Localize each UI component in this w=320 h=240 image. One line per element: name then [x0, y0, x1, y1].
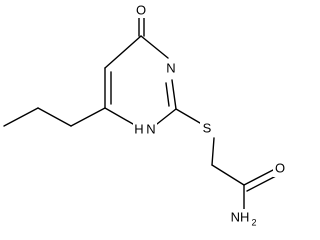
- bond-s-ch2: [211, 137, 215, 166]
- bond-propyl-2-3: [3, 107, 39, 127]
- bond-c2-s: [175, 108, 201, 124]
- amide-nitrogen-subscript: 2: [251, 217, 256, 227]
- sulfur-label: S: [203, 120, 212, 135]
- bonds: [3, 16, 277, 210]
- ring-nitrogen-top-label: N: [166, 60, 175, 75]
- bond-c2-n1: [156, 108, 177, 125]
- bond-ch2-camide: [211, 164, 245, 186]
- amide-nitrogen-label: NH: [231, 209, 250, 224]
- amide-oxygen-label: O: [275, 160, 285, 175]
- ring-nitrogen-bottom-label: N: [146, 121, 155, 136]
- atom-labels: O N H N S O NH 2: [133, 2, 287, 227]
- bond-n3-c2-inner: [165, 82, 170, 107]
- bond-c5-c4: [104, 35, 142, 69]
- bond-c6-propyl-1: [70, 107, 106, 127]
- chemical-structure-diagram: O N H N S O NH 2: [3, 2, 287, 227]
- bond-camide-o-b: [246, 175, 277, 192]
- bond-propyl-1-2: [37, 107, 72, 127]
- ring-nitrogen-bottom-h-label: H: [134, 121, 143, 136]
- bond-n1-c6: [104, 107, 134, 125]
- bond-camide-o-a: [243, 169, 274, 186]
- bond-n3-c2: [171, 79, 177, 110]
- bond-c4-n3: [140, 35, 169, 59]
- carbonyl-oxygen-label: O: [136, 2, 146, 17]
